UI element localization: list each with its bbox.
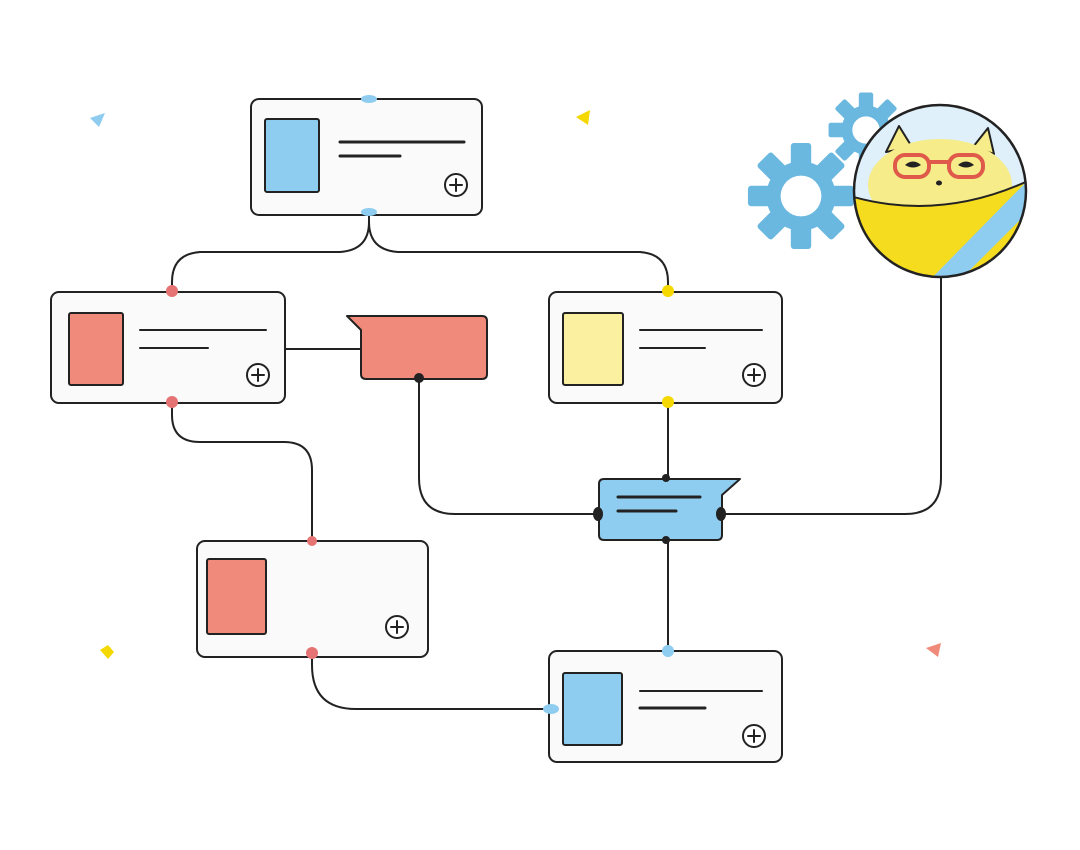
speech-bubble-blue[interactable] [598,478,741,541]
confetti-blue-triangle [90,113,105,127]
avatar-frame [852,103,1028,279]
port-left-out[interactable] [166,396,178,408]
cat-eye-right [958,161,974,168]
port-lower-left-in[interactable] [307,536,317,546]
node-card-left[interactable] [50,291,286,404]
node-card-right[interactable] [548,291,783,404]
port-bluebubble-left[interactable] [593,507,603,521]
port-right-in[interactable] [662,285,674,297]
cat-sash [920,178,1026,277]
port-bottom-in[interactable] [662,645,674,657]
connector-redbubble-to-bluebubble [418,379,598,515]
confetti [90,110,941,659]
cat-nose [936,180,942,186]
node-card-lower-left[interactable] [196,540,429,658]
plus-circle-icon[interactable] [385,615,409,639]
card-thumbnail [562,312,624,386]
cat-body [854,178,1026,277]
connectors [171,212,942,710]
confetti-yellow-triangle [576,110,590,125]
card-thumbnail [562,672,623,746]
port-bluebubble-right[interactable] [716,507,726,521]
gear-icon [747,142,855,250]
cat-eye-left [905,161,921,168]
plus-circle-icon[interactable] [742,363,766,387]
plus-circle-icon[interactable] [742,724,766,748]
port-bluebubble-bottom[interactable] [662,536,670,544]
plus-circle-icon[interactable] [246,363,270,387]
confetti-yellow-star [100,645,114,659]
port-right-out[interactable] [662,396,674,408]
glasses-right-lens [947,153,985,179]
connector-avatar-to-bluebubble [722,278,942,515]
ports [166,95,726,714]
port-left-in[interactable] [166,285,178,297]
connector-lowerleft-to-bottom [311,653,550,710]
port-redbubble-out[interactable] [414,373,424,383]
connector-top-to-right [368,212,669,290]
cat-avatar-icon[interactable] [850,103,1030,290]
port-lower-left-out[interactable] [306,647,318,659]
confetti-red-triangle [926,643,941,657]
port-bluebubble-top[interactable] [662,474,670,482]
speech-bubble-icon [346,315,488,380]
port-bottom-left[interactable] [543,704,559,714]
speech-bubble-red[interactable] [346,315,488,380]
connector-top-to-left [171,212,370,290]
node-card-top[interactable] [250,98,483,216]
card-thumbnail [206,558,267,635]
glasses-left-lens [893,153,931,179]
node-card-bottom[interactable] [548,650,783,763]
connector-left-to-lowerleft [171,402,313,541]
card-thumbnail [264,118,320,193]
port-top-in[interactable] [361,95,377,103]
card-thumbnail [68,312,124,386]
plus-circle-icon[interactable] [444,173,468,197]
port-top-out[interactable] [361,208,377,216]
